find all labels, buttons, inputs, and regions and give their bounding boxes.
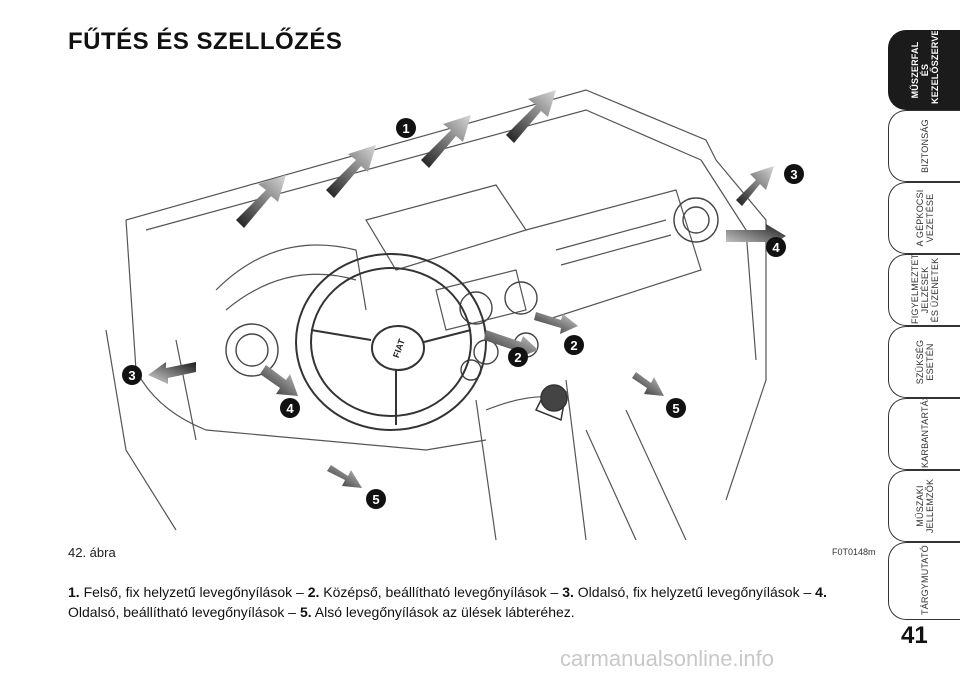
tab-instrument-panel[interactable]: MŰSZERFAL ÉS KEZELŐSZERVEK <box>888 30 960 110</box>
tab-label-instrument-panel: MŰSZERFAL ÉS KEZELŐSZERVEK <box>909 30 940 104</box>
airflow-arrows <box>148 90 786 488</box>
legend-text-1: Felső, fix helyzetű levegőnyílások – <box>83 584 304 600</box>
left-side-arrow-4 <box>260 365 298 396</box>
svg-text:2: 2 <box>570 338 577 353</box>
tab-warning-lights[interactable]: FIGYELMEZTETŐ JELZÉSEK ÉS ÜZENETEK <box>888 254 960 326</box>
legend-num-5: 5. <box>299 604 312 620</box>
tab-emergency[interactable]: SZÜKSÉG ESETÉN <box>888 326 960 398</box>
callout-2a: 2 <box>508 347 528 367</box>
figure-legend: 1. Felső, fix helyzetű levegőnyílások – … <box>68 582 868 622</box>
tab-maintenance[interactable]: KARBANTARTÁS <box>888 398 960 470</box>
left-side-vent <box>225 323 279 377</box>
dashboard-ventilation-figure: FIAT 1 2 2 3 3 4 4 <box>66 80 866 540</box>
upper-arrow-1 <box>236 175 286 228</box>
legend-text-3: Oldalsó, fix helyzetű levegőnyílások – <box>577 584 812 600</box>
page-number: 41 <box>901 622 928 649</box>
lower-right-arrow-5 <box>632 372 664 396</box>
watermark: carmanualsonline.info <box>560 646 775 671</box>
svg-text:3: 3 <box>790 167 797 182</box>
lower-left-arrow-5 <box>327 465 362 488</box>
dashboard-illustration: FIAT 1 2 2 3 3 4 4 <box>105 89 804 540</box>
right-side-vent <box>673 197 719 243</box>
callout-5-right: 5 <box>666 398 686 418</box>
legend-text-4: Oldalsó, beállítható levegőnyílások – <box>68 604 297 620</box>
upper-arrow-4 <box>506 90 556 143</box>
svg-text:5: 5 <box>672 401 679 416</box>
callout-4-right: 4 <box>766 237 786 257</box>
svg-text:3: 3 <box>128 368 135 383</box>
callout-4-left: 4 <box>280 398 300 418</box>
tab-safety[interactable]: BIZTONSÁG <box>888 110 960 182</box>
tab-driving[interactable]: A GÉPKOCSI VEZETÉSE <box>888 182 960 254</box>
legend-num-4: 4. <box>815 584 827 600</box>
upper-arrow-3 <box>421 115 471 168</box>
legend-text-2: Középső, beállítható levegőnyílások – <box>323 584 559 600</box>
tab-label-safety: BIZTONSÁG <box>919 119 930 173</box>
callout-2b: 2 <box>564 335 584 355</box>
left-side-arrow-3 <box>148 362 196 384</box>
legend-text-5: Alsó levegőnyílások az ülések lábteréhez… <box>314 604 575 620</box>
figure-caption: 42. ábra <box>68 545 116 560</box>
tab-label-index: TÁRGYMUTATÓ <box>919 545 930 615</box>
tab-label-technical-specs: MŰSZAKI JELLEMZŐK <box>914 478 935 534</box>
center-vent-left <box>459 291 493 325</box>
figure-code: F0T0148m <box>832 547 876 557</box>
svg-text:5: 5 <box>372 492 379 507</box>
svg-text:2: 2 <box>514 350 521 365</box>
callout-5-left: 5 <box>366 489 386 509</box>
tab-label-driving: A GÉPKOCSI VEZETÉSE <box>914 189 935 247</box>
gear-shift <box>534 384 568 422</box>
steering-wheel <box>295 253 487 431</box>
right-side-arrow-3 <box>736 166 774 206</box>
svg-text:4: 4 <box>286 401 294 416</box>
legend-num-3: 3. <box>562 584 574 600</box>
tab-label-emergency: SZÜKSÉG ESETÉN <box>914 339 935 385</box>
callout-1: 1 <box>396 118 416 138</box>
tab-label-warning-lights: FIGYELMEZTETŐ JELZÉSEK ÉS ÜZENETEK <box>909 254 940 324</box>
tab-technical-specs[interactable]: MŰSZAKI JELLEMZŐK <box>888 470 960 542</box>
callout-3-left: 3 <box>122 365 142 385</box>
tab-label-maintenance: KARBANTARTÁS <box>919 398 930 468</box>
legend-num-1: 1. <box>68 584 80 600</box>
page-title: FŰTÉS ÉS SZELLŐZÉS <box>68 28 343 55</box>
legend-num-2: 2. <box>307 584 320 600</box>
chapter-sidebar: MŰSZERFAL ÉS KEZELŐSZERVEK BIZTONSÁG A G… <box>888 30 960 620</box>
upper-arrow-2 <box>326 145 376 198</box>
svg-text:1: 1 <box>402 121 409 136</box>
center-arrow-2b <box>534 312 578 334</box>
svg-text:4: 4 <box>772 240 780 255</box>
callout-3-right: 3 <box>784 164 804 184</box>
center-vent-right <box>504 281 538 315</box>
tab-index[interactable]: TÁRGYMUTATÓ <box>888 542 960 620</box>
